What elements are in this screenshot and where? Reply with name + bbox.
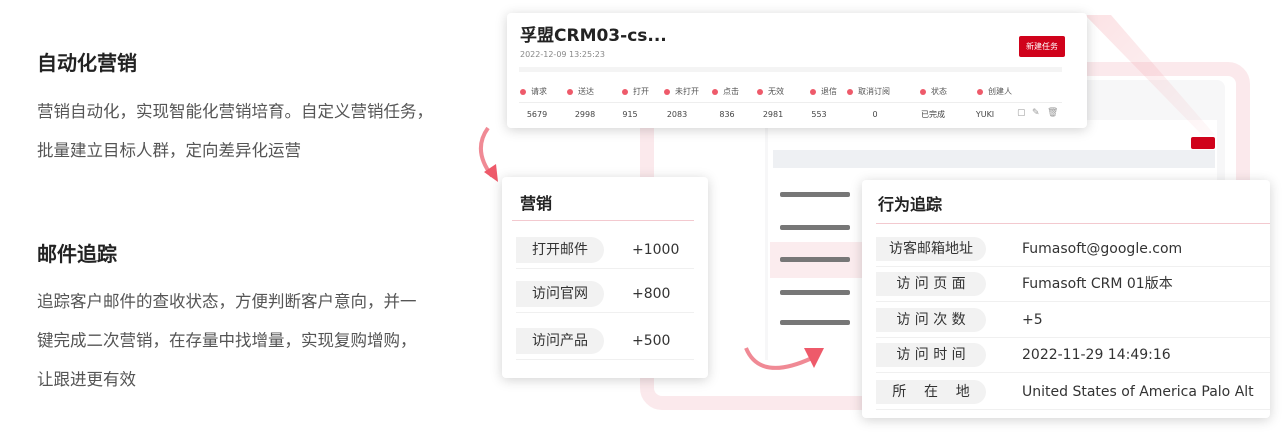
app-row [780, 257, 850, 262]
column-header: 状态 [920, 87, 947, 97]
tracking-value: Fumasoft CRM 01版本 [1022, 276, 1173, 292]
column-value: 5679 [526, 110, 548, 119]
marketing-label: 访问官网 [516, 281, 604, 307]
dot-icon [664, 88, 670, 95]
dot-icon [757, 88, 763, 95]
app-row [780, 225, 850, 230]
column-label: 未打开 [675, 87, 699, 96]
marketing-label: 访问产品 [516, 328, 604, 354]
column-value: 2998 [574, 110, 596, 119]
app-row [780, 320, 850, 325]
dot-icon [520, 88, 526, 95]
column-label: 取消订阅 [858, 87, 890, 96]
column-value: 836 [719, 110, 735, 119]
column-label: 点击 [723, 87, 739, 96]
divider [519, 102, 1062, 103]
app-row [780, 290, 850, 295]
section-automation-desc: 营销自动化，实现智能化营销培育。自定义营销任务， 批量建立目标人群，定向差异化运… [37, 92, 433, 170]
tracking-card: 行为追踪 访客邮箱地址 Fumasoft@google.com 访 问 页 面 Fum… [862, 180, 1270, 418]
marketing-label: 打开邮件 [516, 237, 604, 263]
dot-icon [920, 88, 926, 95]
column-value: 915 [622, 110, 638, 119]
desc-line: 让跟进更有效 [37, 370, 136, 389]
tracking-value: Fumasoft@google.com [1022, 241, 1183, 257]
column-header: 点击 [712, 87, 739, 97]
column-value: YUKI [975, 110, 995, 119]
tracking-label: 访客邮箱地址 [876, 237, 986, 261]
column-header: 送达 [567, 87, 594, 97]
task-card: 孚盟CRM03-cs... 2022-12-09 13:25:23 新建任务 请… [507, 13, 1087, 128]
column-header: 退信 [810, 87, 837, 97]
column-value: 已完成 [921, 110, 945, 119]
divider [876, 372, 1270, 373]
tracking-label: 访 问 时 间 [876, 343, 986, 367]
task-date: 2022-12-09 13:25:23 [520, 50, 605, 59]
column-header: 请求 [520, 87, 547, 97]
column-value: 553 [811, 110, 827, 119]
column-header: 无效 [757, 87, 784, 97]
column-label: 状态 [931, 87, 947, 96]
app-table-header [773, 150, 1215, 168]
section-automation-title: 自动化营销 [37, 51, 137, 75]
curved-arrow-icon [479, 126, 498, 182]
divider [516, 359, 694, 360]
divider [519, 67, 1062, 72]
desc-line: 营销自动化，实现智能化营销培育。自定义营销任务， [37, 102, 433, 121]
dot-icon [622, 88, 628, 95]
divider [512, 220, 694, 221]
column-header: 未打开 [664, 87, 699, 97]
section-email-desc: 追踪客户邮件的查收状态，方便判断客户意向，并一 键完成二次营销，在存量中找增量，… [37, 282, 417, 399]
tracking-label: 访 问 次 数 [876, 308, 986, 332]
tracking-value: 2022-11-29 14:49:16 [1022, 347, 1171, 363]
delete-icon[interactable]: 🗑 [1047, 108, 1059, 118]
tracking-title: 行为追踪 [878, 195, 943, 214]
column-label: 退信 [821, 87, 837, 96]
column-label: 送达 [578, 87, 594, 96]
marketing-title: 营销 [520, 194, 553, 213]
dot-icon [847, 88, 853, 95]
task-title: 孚盟CRM03-cs... [520, 26, 667, 46]
column-label: 打开 [633, 87, 649, 96]
desc-line: 键完成二次营销，在存量中找增量，实现复购增购， [37, 331, 417, 350]
column-header: 打开 [622, 87, 649, 97]
divider [516, 312, 694, 313]
tracking-label: 所 在 地 [876, 380, 986, 404]
section-email-title: 邮件追踪 [37, 242, 117, 266]
app-new-button [1191, 137, 1215, 149]
divider [516, 268, 694, 269]
marketing-value: +1000 [632, 242, 680, 258]
column-label: 请求 [531, 87, 547, 96]
desc-line: 批量建立目标人群，定向差异化运营 [37, 141, 301, 160]
tracking-value: United States of America Palo Alt [1022, 384, 1254, 400]
dot-icon [977, 88, 983, 95]
column-value: 2083 [666, 110, 688, 119]
tracking-label: 访 问 页 面 [876, 272, 986, 296]
column-label: 创建人 [988, 87, 1012, 96]
column-header: 创建人 [977, 87, 1012, 97]
marketing-card: 营销 打开邮件 +1000 访问官网 +800 访问产品 +500 [502, 177, 708, 378]
dot-icon [810, 88, 816, 95]
edit-icon[interactable]: ✎ [1032, 108, 1040, 118]
divider [876, 337, 1270, 338]
column-value: 2981 [762, 110, 784, 119]
divider [876, 266, 1270, 267]
app-row [780, 192, 850, 197]
marketing-value: +800 [632, 286, 671, 302]
marketing-value: +500 [632, 333, 671, 349]
divider [876, 409, 1270, 410]
column-label: 无效 [768, 87, 784, 96]
new-task-button[interactable]: 新建任务 [1019, 36, 1065, 57]
column-value: 0 [872, 110, 878, 119]
view-icon[interactable]: ▢ [1017, 108, 1026, 118]
column-header: 取消订阅 [847, 87, 890, 97]
tracking-value: +5 [1022, 312, 1043, 328]
curved-arrow-icon [744, 347, 824, 370]
desc-line: 追踪客户邮件的查收状态，方便判断客户意向，并一 [37, 292, 417, 311]
dot-icon [567, 88, 573, 95]
dot-icon [712, 88, 718, 95]
divider [876, 223, 1270, 224]
divider [876, 301, 1270, 302]
